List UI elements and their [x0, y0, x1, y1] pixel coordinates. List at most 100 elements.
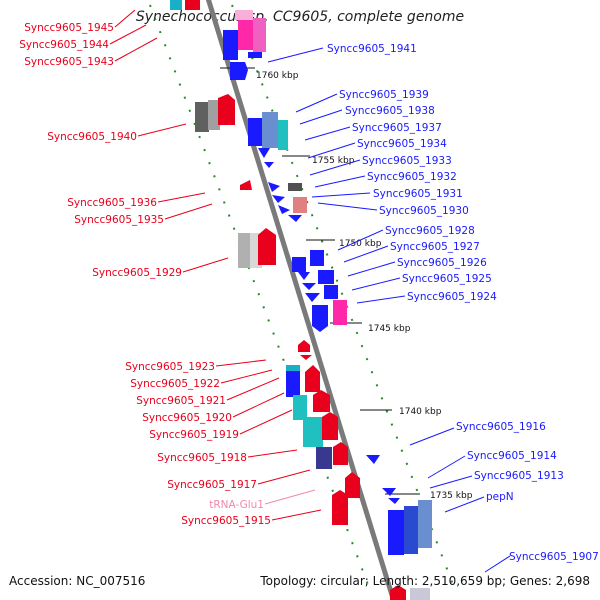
- gene-arrow: [298, 340, 310, 352]
- leader-line: [409, 427, 455, 446]
- leader-line: [215, 359, 267, 367]
- gene-block: [195, 102, 209, 132]
- gene-label: Syncc9605_1943: [24, 56, 114, 68]
- gene-label: Syncc9605_1933: [362, 155, 452, 167]
- gene-arrow: [264, 162, 274, 168]
- gene-block: [303, 417, 323, 447]
- gene-label: Syncc9605_1929: [92, 267, 182, 279]
- gene-block: [388, 510, 404, 555]
- gene-label: Syncc9605_1923: [125, 361, 215, 373]
- gene-block: [170, 0, 182, 10]
- gene-label: pepN: [486, 491, 514, 503]
- gene-label: Syncc9605_1938: [345, 105, 435, 117]
- gene-label: Syncc9605_1930: [379, 205, 469, 217]
- right-leader-lines: [267, 47, 511, 573]
- gene-label: Syncc9605_1932: [367, 171, 457, 183]
- leader-line: [114, 9, 136, 28]
- gene-block: [185, 0, 200, 10]
- gene-arrow: [313, 390, 330, 412]
- leader-line: [429, 475, 473, 489]
- gene-label: Syncc9605_1926: [397, 257, 487, 269]
- gene-block: [293, 395, 307, 420]
- gene-label: Syncc9605_1920: [142, 412, 232, 424]
- leader-line: [444, 496, 485, 513]
- leader-line: [343, 245, 389, 263]
- leader-line: [257, 469, 311, 485]
- leader-line: [356, 295, 406, 304]
- gene-block: [318, 270, 334, 284]
- gene-label: Syncc9605_1916: [456, 421, 546, 433]
- gene-label: Syncc9605_1935: [74, 214, 164, 226]
- gene-label: Syncc9605_1917: [167, 479, 257, 491]
- gene-arrow: [332, 490, 348, 525]
- gene-block: [235, 10, 253, 20]
- topology-text: Topology: circular; Length: 2,510,659 bp…: [260, 574, 590, 588]
- leader-line: [351, 277, 401, 291]
- gene-label: Syncc9605_1941: [327, 43, 417, 55]
- gene-block: [253, 18, 266, 52]
- leader-line: [427, 455, 466, 479]
- leader-line: [267, 47, 324, 63]
- leader-line: [137, 123, 187, 137]
- leader-line: [311, 192, 371, 198]
- gene-label: Syncc9605_1925: [402, 273, 492, 285]
- leader-line: [299, 109, 343, 125]
- gene-arrow: [302, 283, 316, 290]
- gene-label: Syncc9605_1934: [357, 138, 447, 150]
- trna-leader-line: [264, 489, 316, 505]
- gene-label: Syncc9605_1913: [474, 470, 564, 482]
- gene-arrow: [345, 472, 360, 498]
- gene-arrow: [258, 148, 270, 158]
- gene-label: Syncc9605_1939: [339, 89, 429, 101]
- gene-block: [248, 118, 262, 146]
- gene-block: [286, 365, 300, 371]
- trna-label: tRNA-Glu1: [209, 499, 264, 511]
- gene-label: Syncc9605_1945: [24, 22, 114, 34]
- gene-arrow: [218, 94, 235, 125]
- gene-block: [238, 233, 250, 268]
- leader-line: [337, 229, 384, 251]
- leader-line: [314, 175, 366, 188]
- gene-arrow: [298, 272, 310, 280]
- gene-arrow: [268, 182, 280, 192]
- leader-line: [271, 509, 322, 521]
- leader-line: [317, 202, 378, 211]
- gene-features: [170, 0, 432, 600]
- leader-line: [295, 93, 338, 113]
- leader-line: [347, 261, 396, 277]
- gene-arrow: [248, 52, 262, 58]
- gene-label: Syncc9605_1928: [385, 225, 475, 237]
- accession-text: Accession: NC_007516: [9, 574, 146, 588]
- gene-block: [223, 30, 238, 60]
- genome-backbone: [205, 0, 397, 600]
- gene-label: Syncc9605_1937: [352, 122, 442, 134]
- leader-line: [247, 449, 298, 458]
- gene-arrow: [272, 195, 285, 203]
- gene-block: [310, 250, 324, 266]
- gene-arrow: [305, 293, 320, 302]
- gene-label: Syncc9605_1907: [509, 551, 599, 563]
- gene-block: [208, 100, 220, 130]
- kbp-label-1740: 1740 kbp: [399, 407, 442, 417]
- gene-label: Syncc9605_1927: [390, 241, 480, 253]
- gene-block: [262, 112, 278, 148]
- kbp-ticks: 1760 kbp 1755 kbp 1750 kbp 1745 kbp 1740…: [220, 67, 473, 501]
- left-gene-labels: Syncc9605_1945 Syncc9605_1944 Syncc9605_…: [19, 22, 271, 527]
- leader-line: [157, 192, 206, 203]
- gene-block: [324, 285, 338, 299]
- gene-block: [404, 506, 418, 554]
- leader-line: [114, 37, 158, 62]
- gene-arrow: [322, 412, 338, 440]
- gene-arrow: [230, 62, 248, 80]
- gene-label: Syncc9605_1914: [467, 450, 557, 462]
- gene-arrow: [258, 228, 276, 265]
- gene-block: [286, 367, 300, 397]
- leader-line: [182, 257, 229, 273]
- gene-arrow: [278, 205, 290, 214]
- leader-line: [309, 159, 361, 176]
- gene-label: Syncc9605_1924: [407, 291, 497, 303]
- gene-arrow: [312, 305, 328, 332]
- gene-label: Syncc9605_1919: [149, 429, 239, 441]
- gene-arrow: [366, 455, 380, 464]
